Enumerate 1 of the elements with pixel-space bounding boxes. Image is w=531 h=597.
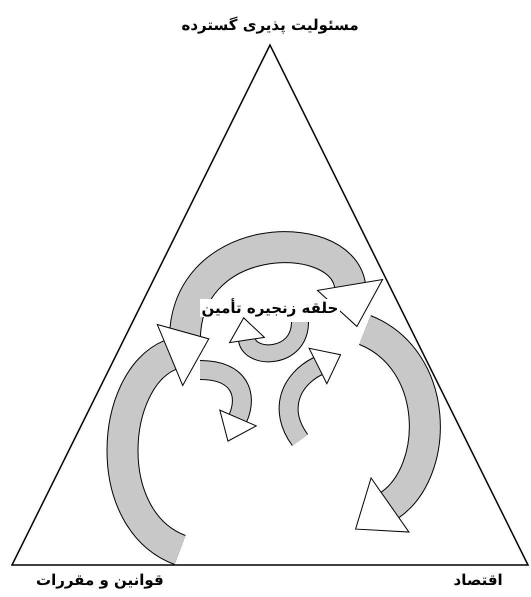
vertex-label: مسئولیت پذیری گسترده [180, 16, 361, 34]
